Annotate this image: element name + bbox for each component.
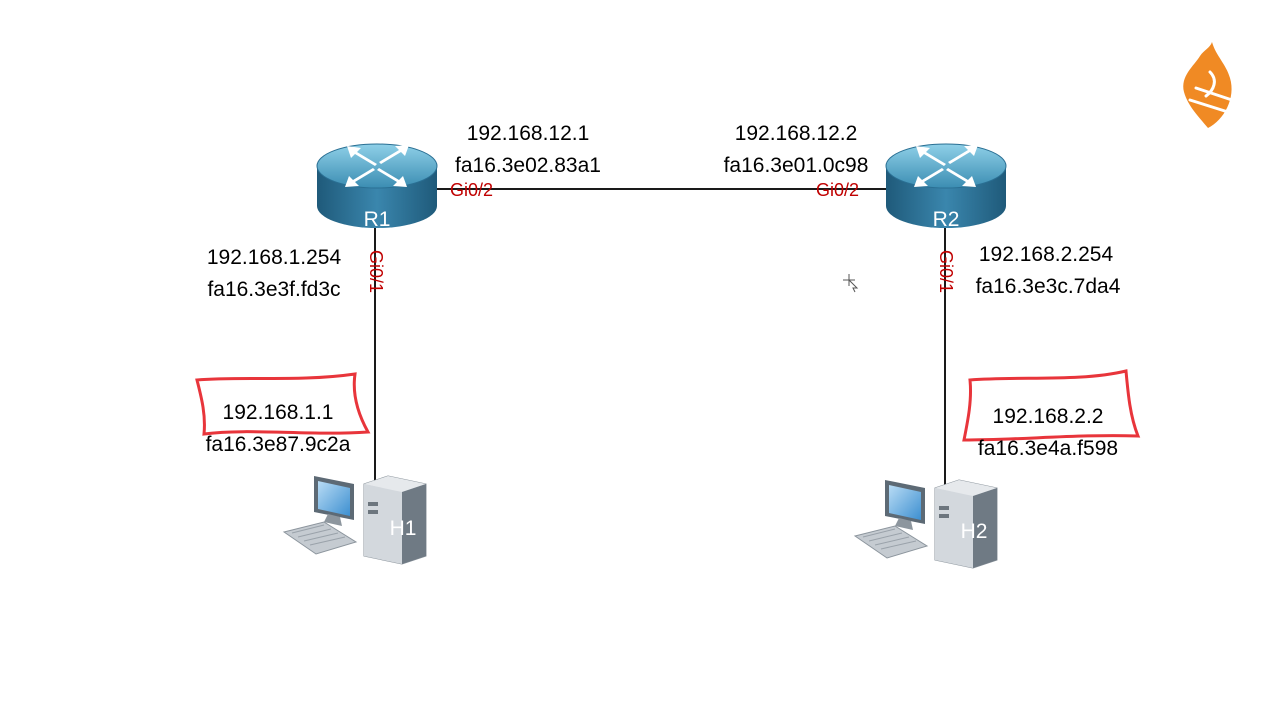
r1-r2-r2-mac: fa16.3e01.0c98 [723, 154, 869, 177]
host-h2-name: H2 [960, 520, 988, 543]
r1-gi01-port: Gi0/1 [366, 250, 386, 294]
r2-h2-h2-ip: 192.168.2.2 [992, 405, 1104, 428]
cursor-icon [843, 274, 859, 293]
router-r1-name: R1 [363, 208, 391, 231]
highlight-box-h2 [962, 369, 1141, 442]
r1-h1-r1-ip: 192.168.1.254 [206, 246, 342, 269]
r2-h2-r2-mac: fa16.3e3c.7da4 [975, 275, 1121, 298]
r1-h1-h1-mac: fa16.3e87.9c2a [205, 433, 351, 456]
host-h1-name: H1 [389, 517, 417, 540]
r1-h1-r1-mac: fa16.3e3f.fd3c [207, 278, 341, 301]
r2-gi02-port: Gi0/2 [816, 180, 860, 200]
r1-gi02-port: Gi0/2 [450, 180, 494, 200]
highlight-box-h1 [195, 372, 371, 436]
router-r2-name: R2 [932, 208, 960, 231]
r2-h2-h2-mac: fa16.3e4a.f598 [977, 437, 1119, 460]
r1-r2-r1-mac: fa16.3e02.83a1 [455, 154, 601, 177]
r2-gi01-port: Gi0/1 [936, 250, 956, 294]
r2-h2-r2-ip: 192.168.2.254 [978, 243, 1114, 266]
r1-r2-r2-ip: 192.168.12.2 [734, 122, 858, 145]
logo-icon [1183, 42, 1234, 128]
r1-r2-r1-ip: 192.168.12.1 [466, 122, 590, 145]
r1-h1-h1-ip: 192.168.1.1 [222, 401, 334, 424]
